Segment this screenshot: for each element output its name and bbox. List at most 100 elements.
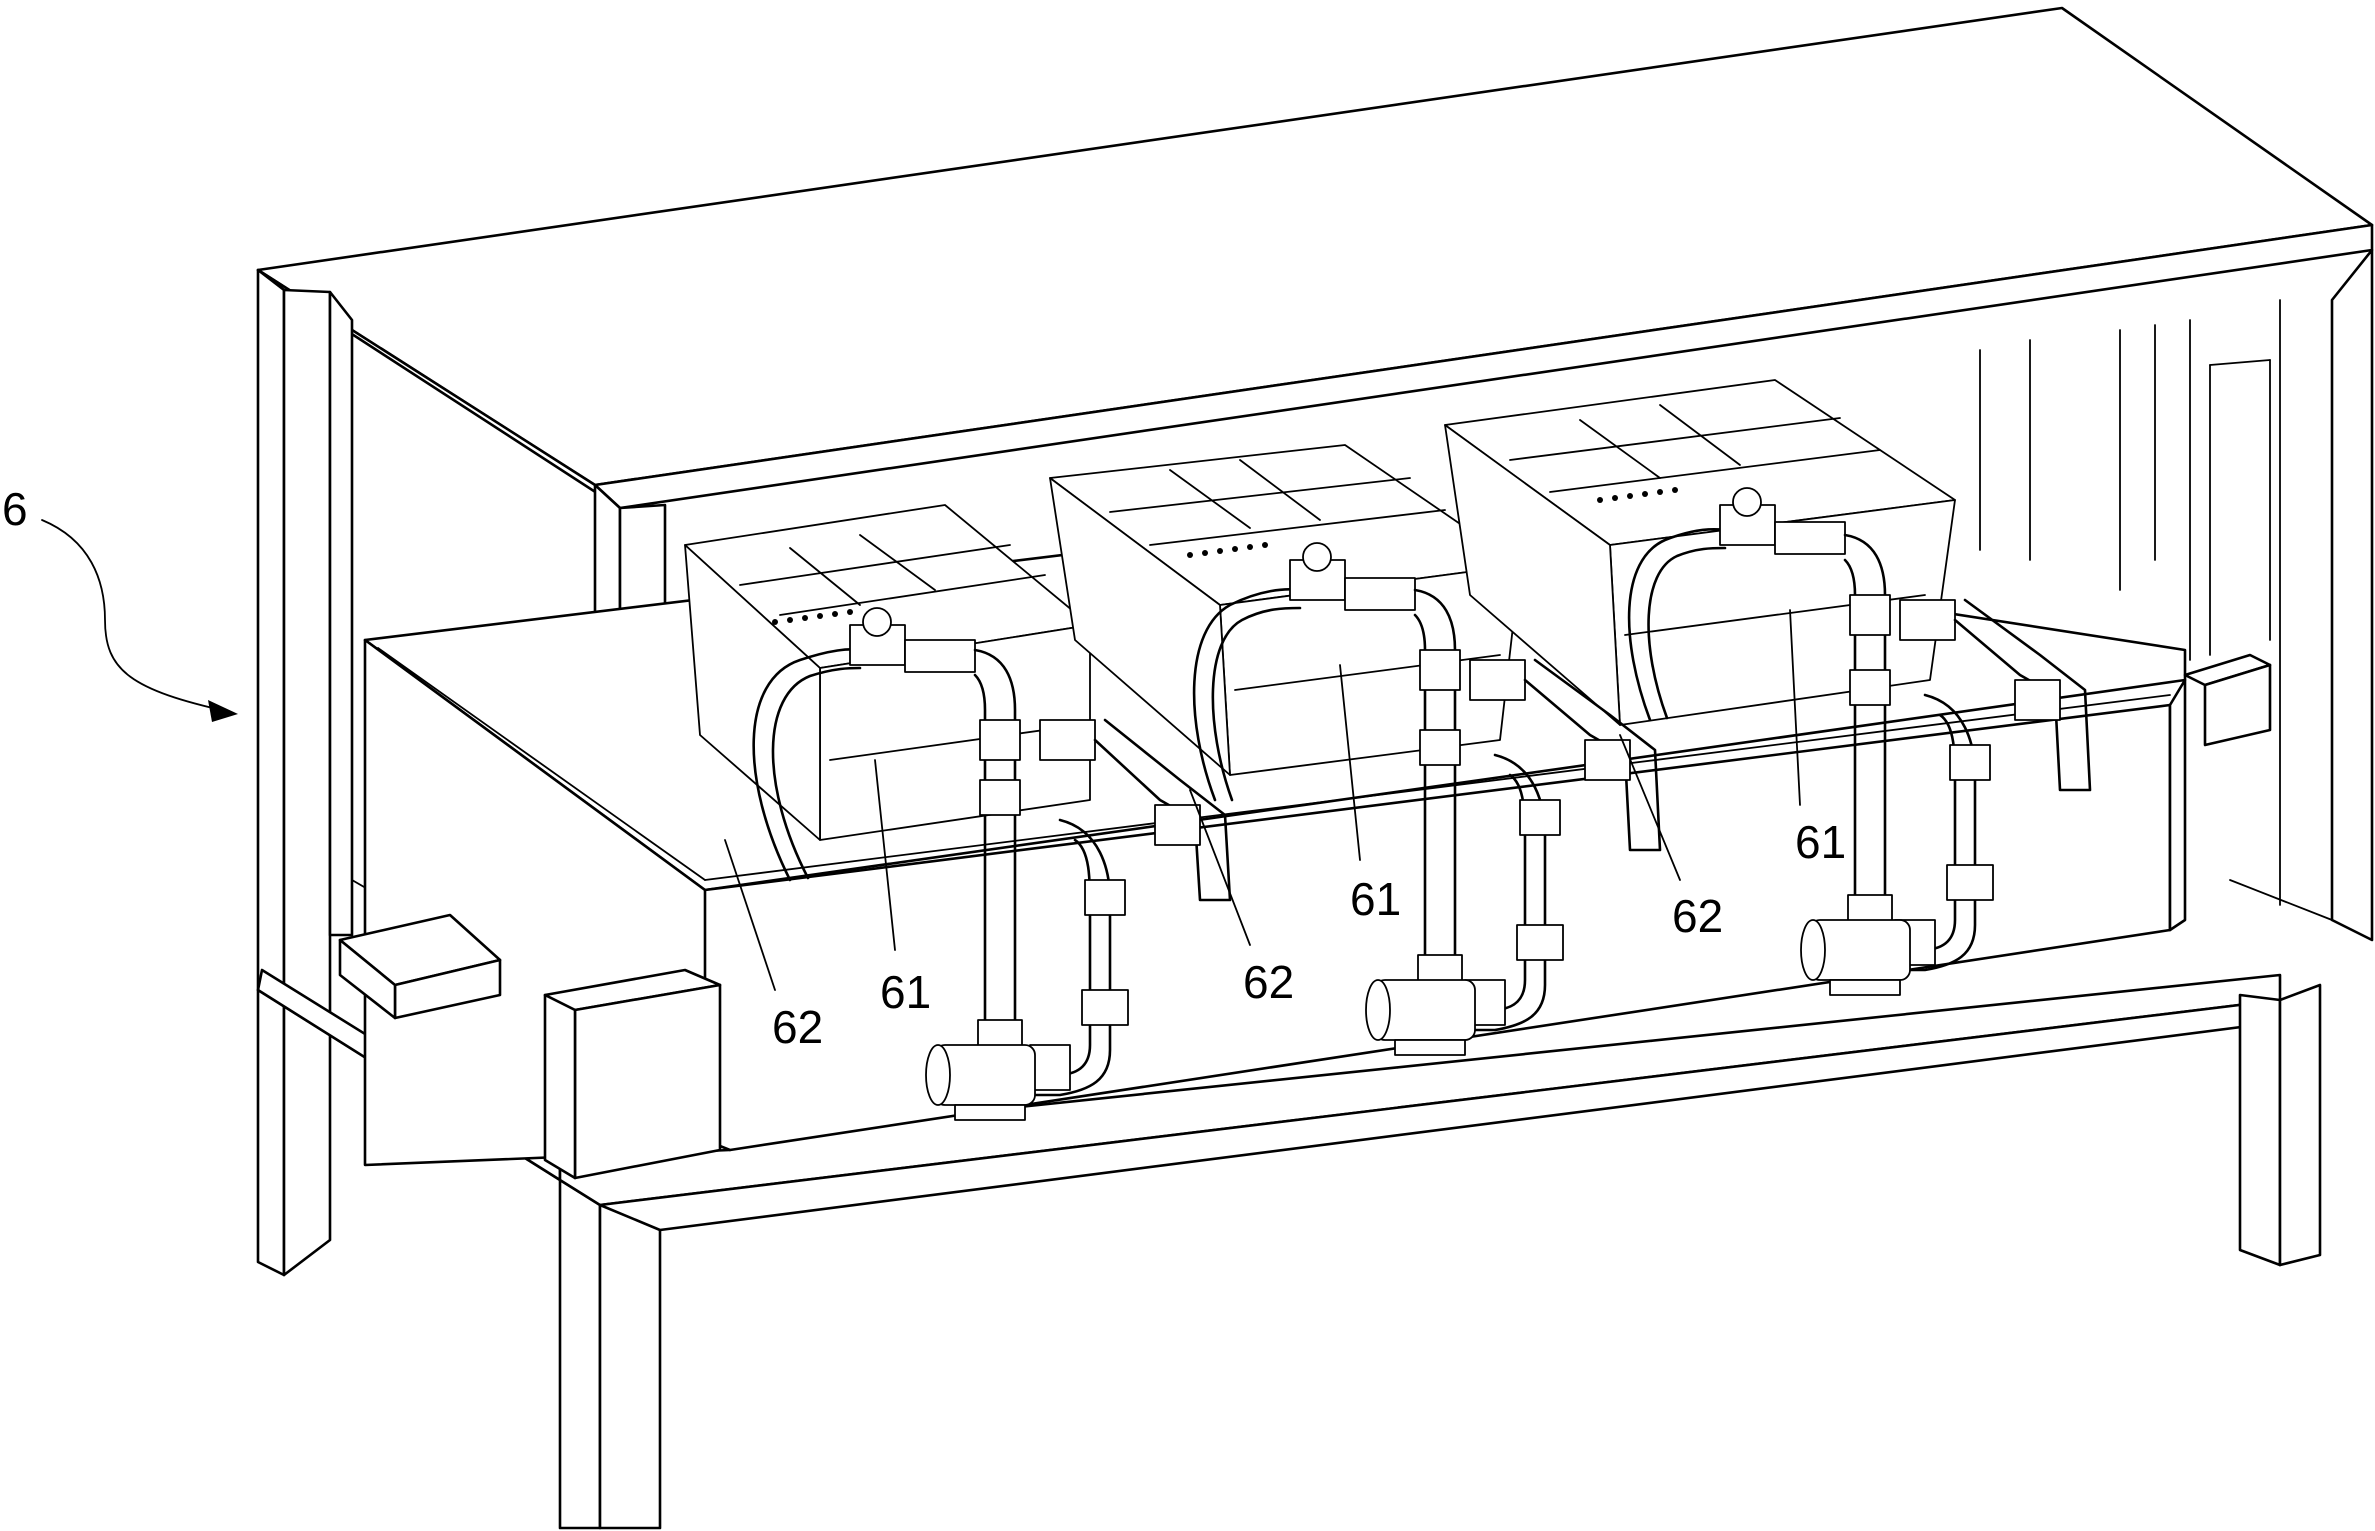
tank-c-divider <box>1549 449 1881 493</box>
tank-b-divider <box>1169 469 1251 529</box>
hose-b-inner <box>1211 606 1302 802</box>
coupling-a2 <box>979 779 1021 816</box>
valve-a2 <box>1039 719 1096 761</box>
coupling-c4 <box>1949 744 1991 781</box>
return-loop-b <box>1468 753 1547 1032</box>
riser-c <box>1843 533 1887 917</box>
pump-b-end <box>1365 979 1391 1041</box>
valve-a-handle <box>862 607 892 637</box>
label-assembly: 6 <box>2 483 28 535</box>
hose-b <box>1192 588 1302 802</box>
elbow-b-top <box>1344 577 1416 611</box>
control-boxes <box>338 653 2272 1180</box>
hose-c-inner <box>1647 546 1727 720</box>
tank-unit-b <box>1049 444 1521 776</box>
return-loop-a <box>1033 818 1112 1097</box>
tank-b-holes <box>1187 542 1268 558</box>
riser-b <box>1413 588 1457 977</box>
side-pipe-b <box>1523 658 1662 852</box>
label-pipe-b: 62 <box>1243 956 1294 1008</box>
valve-c-handle <box>1732 487 1762 517</box>
tank-a-holes <box>772 609 853 625</box>
tank-unit-a <box>684 504 1091 841</box>
tank-a-divider <box>739 544 1011 586</box>
label-pipe-a: 62 <box>772 1001 823 1053</box>
leader-assembly <box>41 519 231 713</box>
hose-a-inner <box>771 666 862 880</box>
tank-c-divider <box>1579 419 1661 479</box>
leader-tank-b <box>1339 664 1361 861</box>
tank-a-divider <box>789 547 861 606</box>
valve-b2 <box>1469 659 1526 701</box>
leader-lines <box>41 519 1801 991</box>
tank-c-divider <box>1659 404 1741 466</box>
left-front-leg-face <box>282 288 332 1277</box>
label-tank-a: 61 <box>880 966 931 1018</box>
rear-box-edge <box>2209 359 2271 366</box>
valve-c2 <box>1899 599 1956 641</box>
small-box-left-side <box>338 938 397 1020</box>
front-lower-leg-face <box>598 1188 662 1530</box>
coupling-b4 <box>1519 799 1561 836</box>
coupling-b2 <box>1419 729 1461 766</box>
table-top <box>256 6 2374 487</box>
pump-a-base <box>954 1104 1026 1121</box>
basin-right-wall <box>2168 678 2187 932</box>
coupling-b1 <box>1419 649 1461 691</box>
coupling-b5 <box>1516 924 1564 961</box>
leader-tank-a <box>874 759 896 951</box>
coupling-a1 <box>979 719 1021 761</box>
leader-pipe-b <box>1189 789 1251 946</box>
tank-a-lip <box>829 724 1081 761</box>
leader-assembly-arrowhead <box>208 700 238 722</box>
side-pipe-a <box>1093 718 1232 902</box>
hose-c <box>1627 528 1727 722</box>
leader-pipe-c <box>1619 734 1681 881</box>
tap-a <box>1154 804 1201 846</box>
tank-b-divider <box>1149 509 1446 546</box>
tank-a-side <box>684 544 821 841</box>
tank-a-divider <box>779 574 1046 616</box>
left-front-leg <box>256 268 286 1277</box>
basin-rim-inner <box>704 694 2171 881</box>
tap-b <box>1584 739 1631 781</box>
control-box-side <box>543 993 577 1180</box>
right-leg-face <box>2278 983 2322 1267</box>
label-tank-b: 61 <box>1350 873 1401 925</box>
tap-c <box>2014 679 2061 721</box>
tank-b-divider <box>1239 459 1321 521</box>
pump-a-end <box>925 1044 951 1106</box>
valve-b-handle <box>1302 542 1332 572</box>
tank-c-divider <box>1509 417 1841 461</box>
coupling-a4 <box>1084 879 1126 916</box>
riser-a <box>973 648 1017 1042</box>
small-box-right-front <box>2203 663 2272 747</box>
hose-a <box>752 648 862 882</box>
reference-labels: 6 61 61 61 62 62 62 <box>2 483 1846 1053</box>
right-leg <box>2238 993 2282 1267</box>
coupling-c1 <box>1849 594 1891 636</box>
left-inner-post <box>328 290 354 937</box>
pump-c-base <box>1829 979 1901 996</box>
pump-c-end <box>1800 919 1826 981</box>
coupling-a6 <box>1029 1044 1071 1091</box>
base-shelf-line <box>2229 879 2333 921</box>
leader-pipe-a <box>724 839 776 991</box>
coupling-a5 <box>1081 989 1129 1026</box>
right-back-post <box>2330 248 2374 942</box>
label-pipe-c: 62 <box>1672 890 1723 942</box>
tank-c-side <box>1444 424 1621 726</box>
tank-b-divider <box>1109 477 1411 513</box>
return-loop-c <box>1898 693 1977 972</box>
elbow-c-top <box>1774 521 1846 555</box>
tank-c-holes <box>1597 487 1678 503</box>
coupling-c2 <box>1849 669 1891 706</box>
label-tank-c: 61 <box>1795 816 1846 868</box>
basin-rim-inner <box>377 647 706 881</box>
tank-b-side <box>1049 477 1231 776</box>
pipework-b <box>1192 542 1662 1056</box>
control-box-front <box>573 983 722 1180</box>
elbow-a-top <box>904 639 976 673</box>
